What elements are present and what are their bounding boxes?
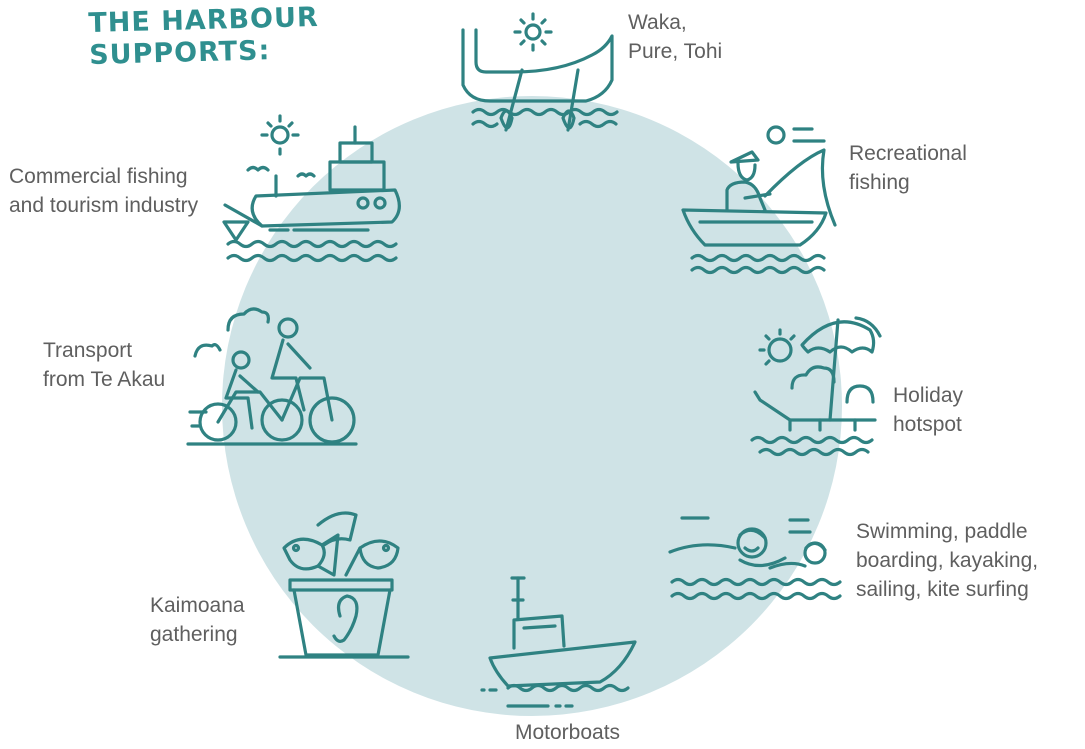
label-holiday-hotspot-line-2: hotspot — [893, 413, 962, 436]
label-commercial-fishing: Commercial fishing and tourism industry — [9, 162, 198, 220]
kaimoana-bucket-icon — [278, 511, 410, 659]
label-kaimoana-line-1: Kaimoana — [150, 594, 245, 617]
label-kaimoana: Kaimoana gathering — [150, 591, 245, 649]
recreational-fishing-icon — [681, 125, 837, 275]
label-motorboats: Motorboats — [515, 718, 620, 747]
label-swimming-line-1: Swimming, paddle — [856, 520, 1028, 543]
label-transport-line-2: from Te Akau — [43, 368, 166, 391]
fishing-vessel-icon — [222, 114, 401, 263]
motorboat-icon — [480, 576, 637, 708]
label-transport-line-1: Transport — [43, 339, 133, 362]
label-commercial-fishing-line-2: and tourism industry — [9, 194, 199, 217]
label-swimming-line-3: sailing, kite surfing — [856, 578, 1029, 601]
label-recreational-fishing: Recreational fishing — [849, 139, 967, 197]
label-swimming-line-2: boarding, kayaking, — [856, 549, 1039, 572]
label-waka-line-2: Pure, Tohi — [628, 40, 723, 63]
label-waka-line-1: Waka, — [628, 11, 687, 34]
label-kaimoana-line-2: gathering — [150, 623, 238, 646]
label-waka: Waka, Pure, Tohi — [628, 8, 722, 66]
label-holiday-hotspot: Holiday hotspot — [893, 381, 963, 439]
label-motorboats-line-1: Motorboats — [515, 721, 621, 744]
harbour-circle — [222, 96, 842, 716]
label-recreational-fishing-line-2: fishing — [849, 171, 910, 194]
label-swimming: Swimming, paddle boarding, kayaking, sai… — [856, 517, 1038, 604]
label-transport: Transport from Te Akau — [43, 336, 165, 394]
swimming-icon — [668, 516, 842, 601]
label-holiday-hotspot-line-1: Holiday — [893, 384, 964, 407]
bicycle-icon — [186, 307, 358, 446]
label-commercial-fishing-line-1: Commercial fishing — [9, 165, 188, 188]
holiday-beach-icon — [750, 316, 882, 457]
waka-canoe-icon — [461, 12, 619, 132]
label-recreational-fishing-line-1: Recreational — [849, 142, 967, 165]
